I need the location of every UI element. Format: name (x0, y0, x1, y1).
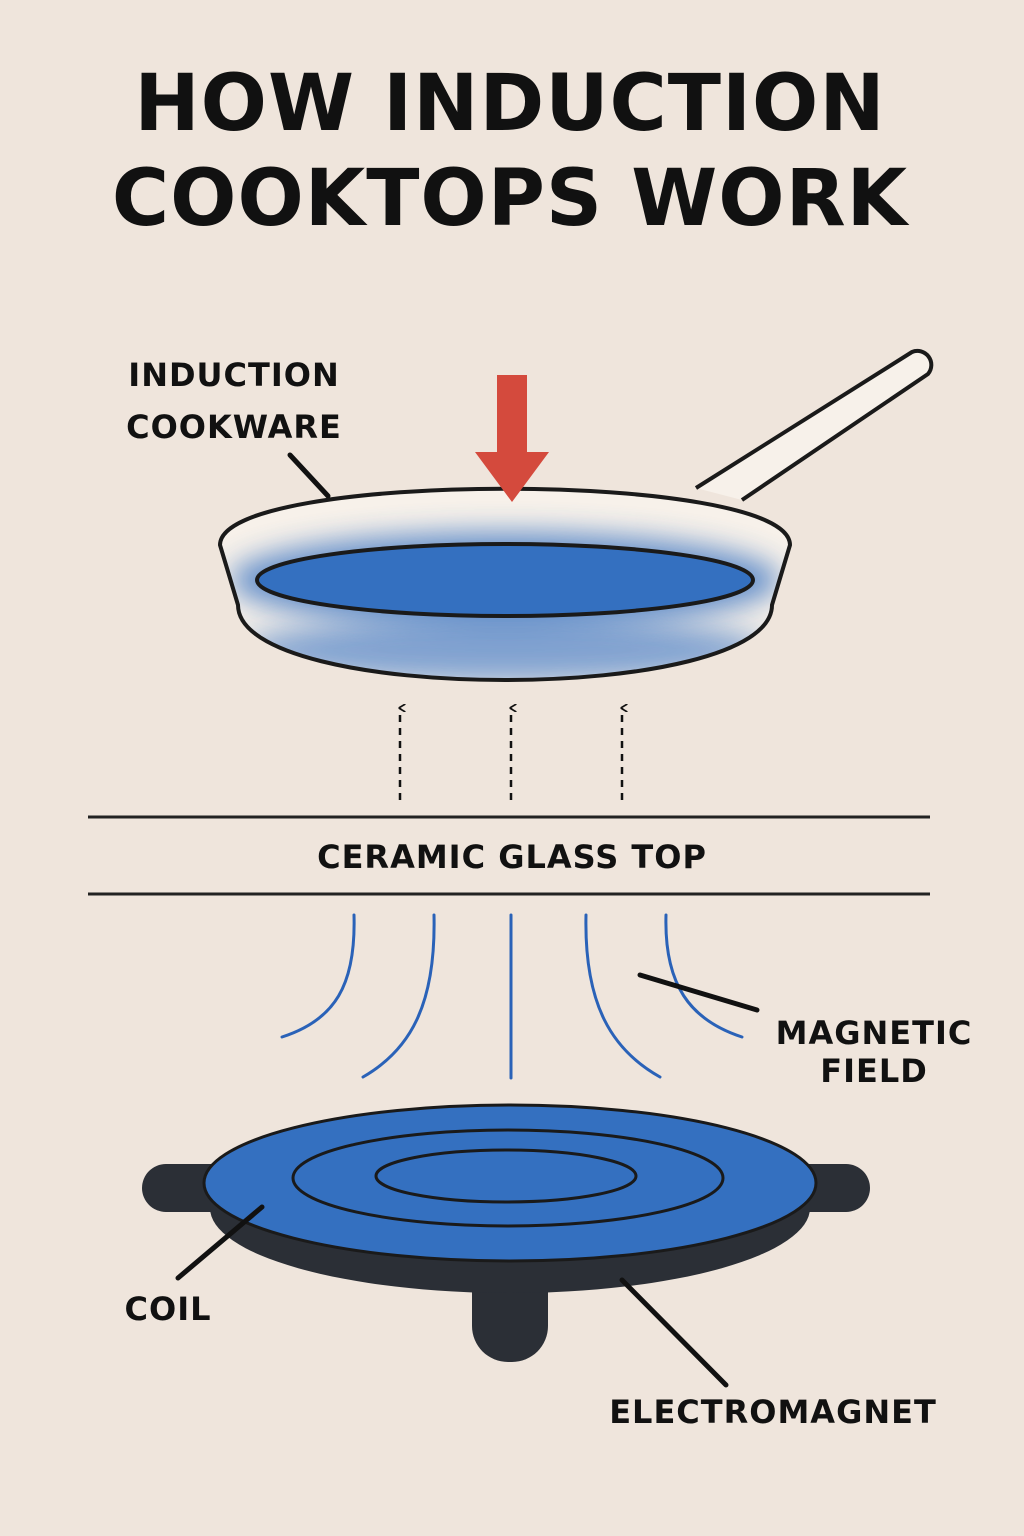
electromagnet-leader-line (619, 1277, 729, 1388)
field-line (361, 913, 436, 1079)
heat-transfer-arrows (400, 708, 622, 800)
coil-leader-line (175, 1204, 265, 1281)
magnetic-field-label-line-2: FIELD (820, 1052, 928, 1090)
magnetic-field-leader-line (637, 972, 760, 1013)
field-line (584, 913, 662, 1079)
cookware-callout: INDUCTION COOKWARE (126, 356, 342, 499)
magnetic-field-label-line-1: MAGNETIC (776, 1014, 973, 1052)
cookware-leader-line (287, 452, 331, 499)
field-line (280, 913, 356, 1039)
electromagnet-label: ELECTROMAGNET (609, 1393, 937, 1431)
coil (202, 1103, 818, 1263)
frying-pan (218, 348, 934, 682)
pan-hot-base (255, 542, 755, 618)
coil-ring-inner (374, 1148, 638, 1204)
pan-handle (694, 348, 934, 502)
ceramic-glass-top: CERAMIC GLASS TOP (88, 815, 930, 896)
glass-top-label: CERAMIC GLASS TOP (317, 838, 707, 876)
title-line-1: HOW INDUCTION (134, 59, 885, 149)
coil-ring-outer (291, 1128, 725, 1228)
title-line-2: COOKTOPS WORK (112, 154, 910, 244)
cookware-label-line-1: INDUCTION (128, 356, 339, 394)
magnetic-field-lines (280, 913, 744, 1080)
cookware-label-line-2: COOKWARE (126, 408, 342, 446)
down-arrow-icon (475, 375, 549, 502)
magnetic-field-callout: MAGNETIC FIELD (637, 972, 973, 1090)
pan-outline (218, 486, 792, 682)
coil-callout: COIL (125, 1204, 265, 1328)
electromagnet-callout: ELECTROMAGNET (609, 1277, 937, 1431)
coil-label: COIL (125, 1290, 212, 1328)
field-line (664, 913, 744, 1039)
